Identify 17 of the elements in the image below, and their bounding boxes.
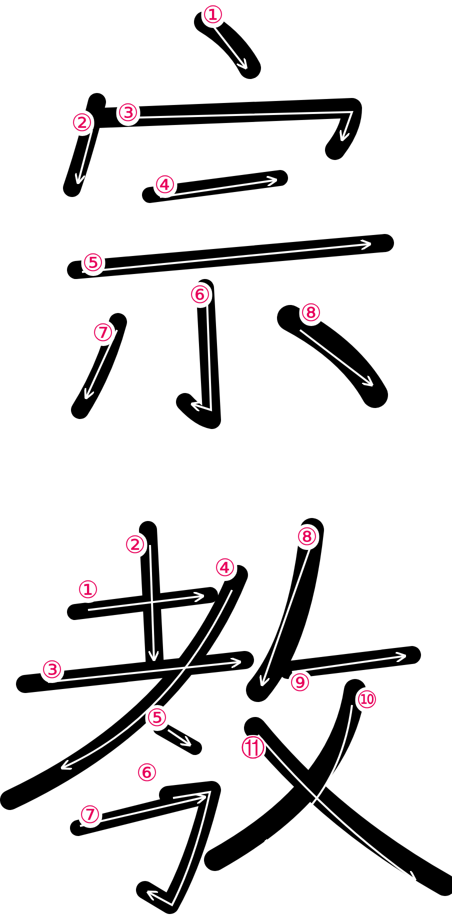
stroke-number: ⑤ [145,705,169,731]
stroke-number: ⑦ [78,802,102,828]
stroke-number: ③ [40,657,64,683]
stroke-number: ⑦ [91,320,115,346]
stroke-number: ① [76,577,100,603]
stroke-number: ⑩ [355,687,379,713]
stroke-number: ⑧ [295,524,319,550]
stroke-number: ④ [213,555,237,581]
stroke-number: ④ [153,172,177,198]
stroke-number: ⑪ [240,735,266,761]
stroke-number: ③ [116,100,140,126]
stroke-number: ⑧ [299,300,323,326]
stroke-number: ⑤ [81,250,105,276]
stroke-number: ⑥ [188,282,212,308]
stroke-number: ① [201,2,225,28]
stroke-number: ② [123,532,147,558]
stroke-number: ② [70,110,94,136]
